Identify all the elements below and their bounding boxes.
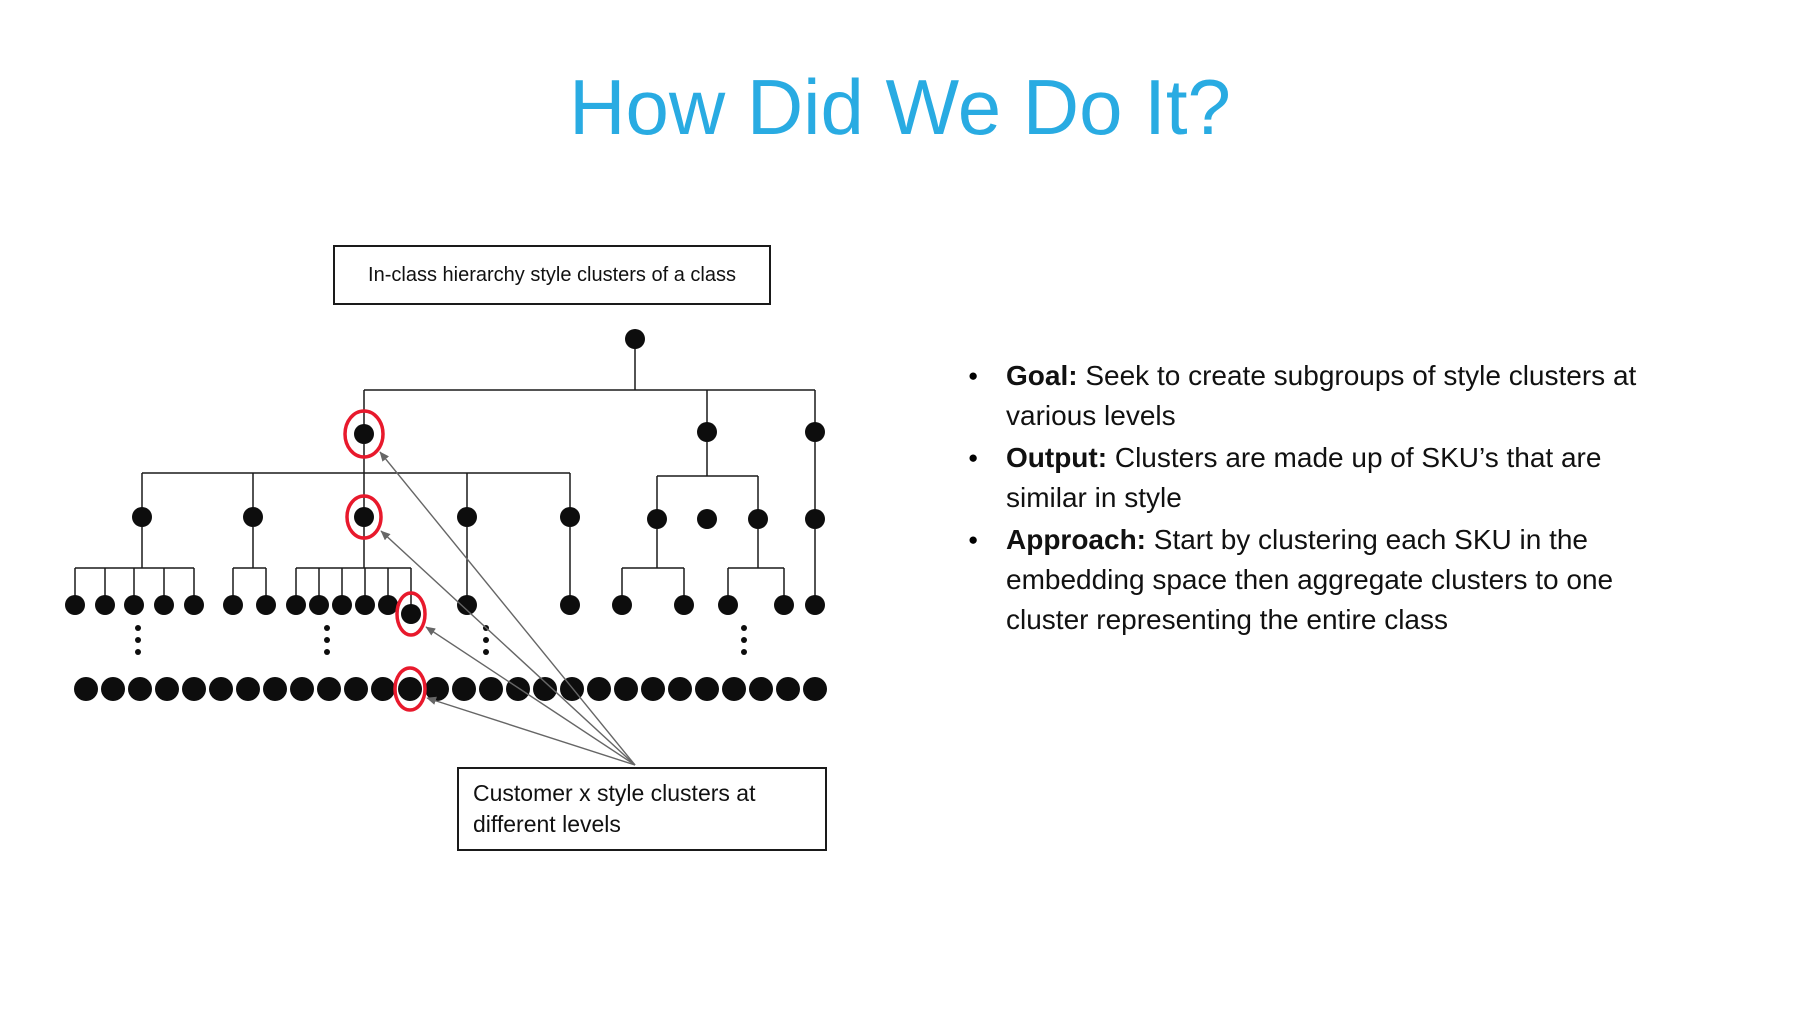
sku-node — [533, 677, 557, 701]
sku-node — [74, 677, 98, 701]
bullet-label: Output: — [1006, 442, 1108, 473]
cluster-node — [65, 595, 85, 615]
sku-node — [425, 677, 449, 701]
cluster-node — [154, 595, 174, 615]
sku-node — [641, 677, 665, 701]
cluster-node-highlighted — [401, 604, 421, 624]
bottom-label-box: Customer x style clusters at different l… — [457, 767, 827, 851]
cluster-node — [256, 595, 276, 615]
sku-node — [614, 677, 638, 701]
cluster-node — [674, 595, 694, 615]
sku-node — [749, 677, 773, 701]
bullet-list: ● Goal: Seek to create subgroups of styl… — [968, 356, 1708, 642]
cluster-node — [647, 509, 667, 529]
cluster-node-highlighted — [354, 424, 374, 444]
sku-node — [587, 677, 611, 701]
pointer-arrow — [425, 626, 636, 766]
cluster-node — [95, 595, 115, 615]
cluster-node — [805, 595, 825, 615]
cluster-node — [612, 595, 632, 615]
sku-node — [776, 677, 800, 701]
sku-node — [209, 677, 233, 701]
sku-node — [371, 677, 395, 701]
sku-node — [506, 677, 530, 701]
pointer-arrow — [379, 451, 636, 766]
bullet-body: Seek to create subgroups of style cluste… — [1006, 360, 1637, 431]
sku-node — [344, 677, 368, 701]
sku-node — [263, 677, 287, 701]
cluster-node — [805, 509, 825, 529]
root-node — [625, 329, 645, 349]
cluster-node-highlighted — [354, 507, 374, 527]
bullet-item-goal: ● Goal: Seek to create subgroups of styl… — [968, 356, 1708, 436]
cluster-node — [718, 595, 738, 615]
highlight-circles — [343, 409, 427, 712]
cluster-node — [378, 595, 398, 615]
bullet-icon: ● — [968, 530, 979, 549]
sku-node — [101, 677, 125, 701]
highlight-circle — [393, 666, 427, 712]
slide-title: How Did We Do It? — [569, 63, 1231, 151]
tree-edges — [74, 348, 816, 614]
cluster-node — [124, 595, 144, 615]
cluster-node — [309, 595, 329, 615]
sku-node — [128, 677, 152, 701]
pointer-arrows — [379, 451, 636, 766]
cluster-tree-diagram — [65, 329, 827, 766]
cluster-node — [774, 595, 794, 615]
bullet-text: Output: Clusters are made up of SKU’s th… — [1006, 438, 1651, 518]
bullet-label: Goal: — [1006, 360, 1078, 391]
top-label-box: In-class hierarchy style clusters of a c… — [333, 245, 771, 305]
sku-node — [479, 677, 503, 701]
sku-node — [803, 677, 827, 701]
pointer-arrow — [426, 696, 636, 766]
highlight-circle — [395, 591, 427, 637]
bullet-body: Start by clustering each SKU in the embe… — [1006, 524, 1614, 635]
cluster-node — [243, 507, 263, 527]
cluster-node — [457, 507, 477, 527]
cluster-node — [748, 509, 768, 529]
sku-node — [695, 677, 719, 701]
cluster-node — [223, 595, 243, 615]
bullet-text: Goal: Seek to create subgroups of style … — [1006, 356, 1651, 436]
sku-node — [317, 677, 341, 701]
ellipsis-dots — [135, 625, 747, 655]
sku-node — [290, 677, 314, 701]
bullet-icon: ● — [968, 448, 979, 467]
sku-node-highlighted — [398, 677, 422, 701]
cluster-node — [332, 595, 352, 615]
cluster-node — [697, 509, 717, 529]
cluster-node — [184, 595, 204, 615]
bullet-icon: ● — [968, 366, 979, 385]
sku-node — [722, 677, 746, 701]
cluster-node — [805, 422, 825, 442]
cluster-node — [286, 595, 306, 615]
cluster-node — [560, 595, 580, 615]
sku-node — [182, 677, 206, 701]
bullet-item-output: ● Output: Clusters are made up of SKU’s … — [968, 438, 1708, 518]
top-label-text: In-class hierarchy style clusters of a c… — [368, 263, 736, 286]
sku-node — [452, 677, 476, 701]
sku-node — [155, 677, 179, 701]
tree-nodes — [65, 329, 827, 701]
pointer-arrow — [380, 530, 636, 766]
highlight-circle — [343, 409, 385, 459]
bullet-text: Approach: Start by clustering each SKU i… — [1006, 520, 1651, 640]
cluster-node — [355, 595, 375, 615]
cluster-node — [132, 507, 152, 527]
cluster-node — [697, 422, 717, 442]
bullet-label: Approach: — [1006, 524, 1146, 555]
sku-node — [236, 677, 260, 701]
bullet-body: Clusters are made up of SKU’s that are s… — [1006, 442, 1602, 513]
cluster-node — [560, 507, 580, 527]
sku-node — [668, 677, 692, 701]
cluster-node — [457, 595, 477, 615]
highlight-circle — [345, 494, 383, 540]
bullet-item-approach: ● Approach: Start by clustering each SKU… — [968, 520, 1708, 640]
bottom-label-text: Customer x style clusters at different l… — [473, 780, 756, 838]
